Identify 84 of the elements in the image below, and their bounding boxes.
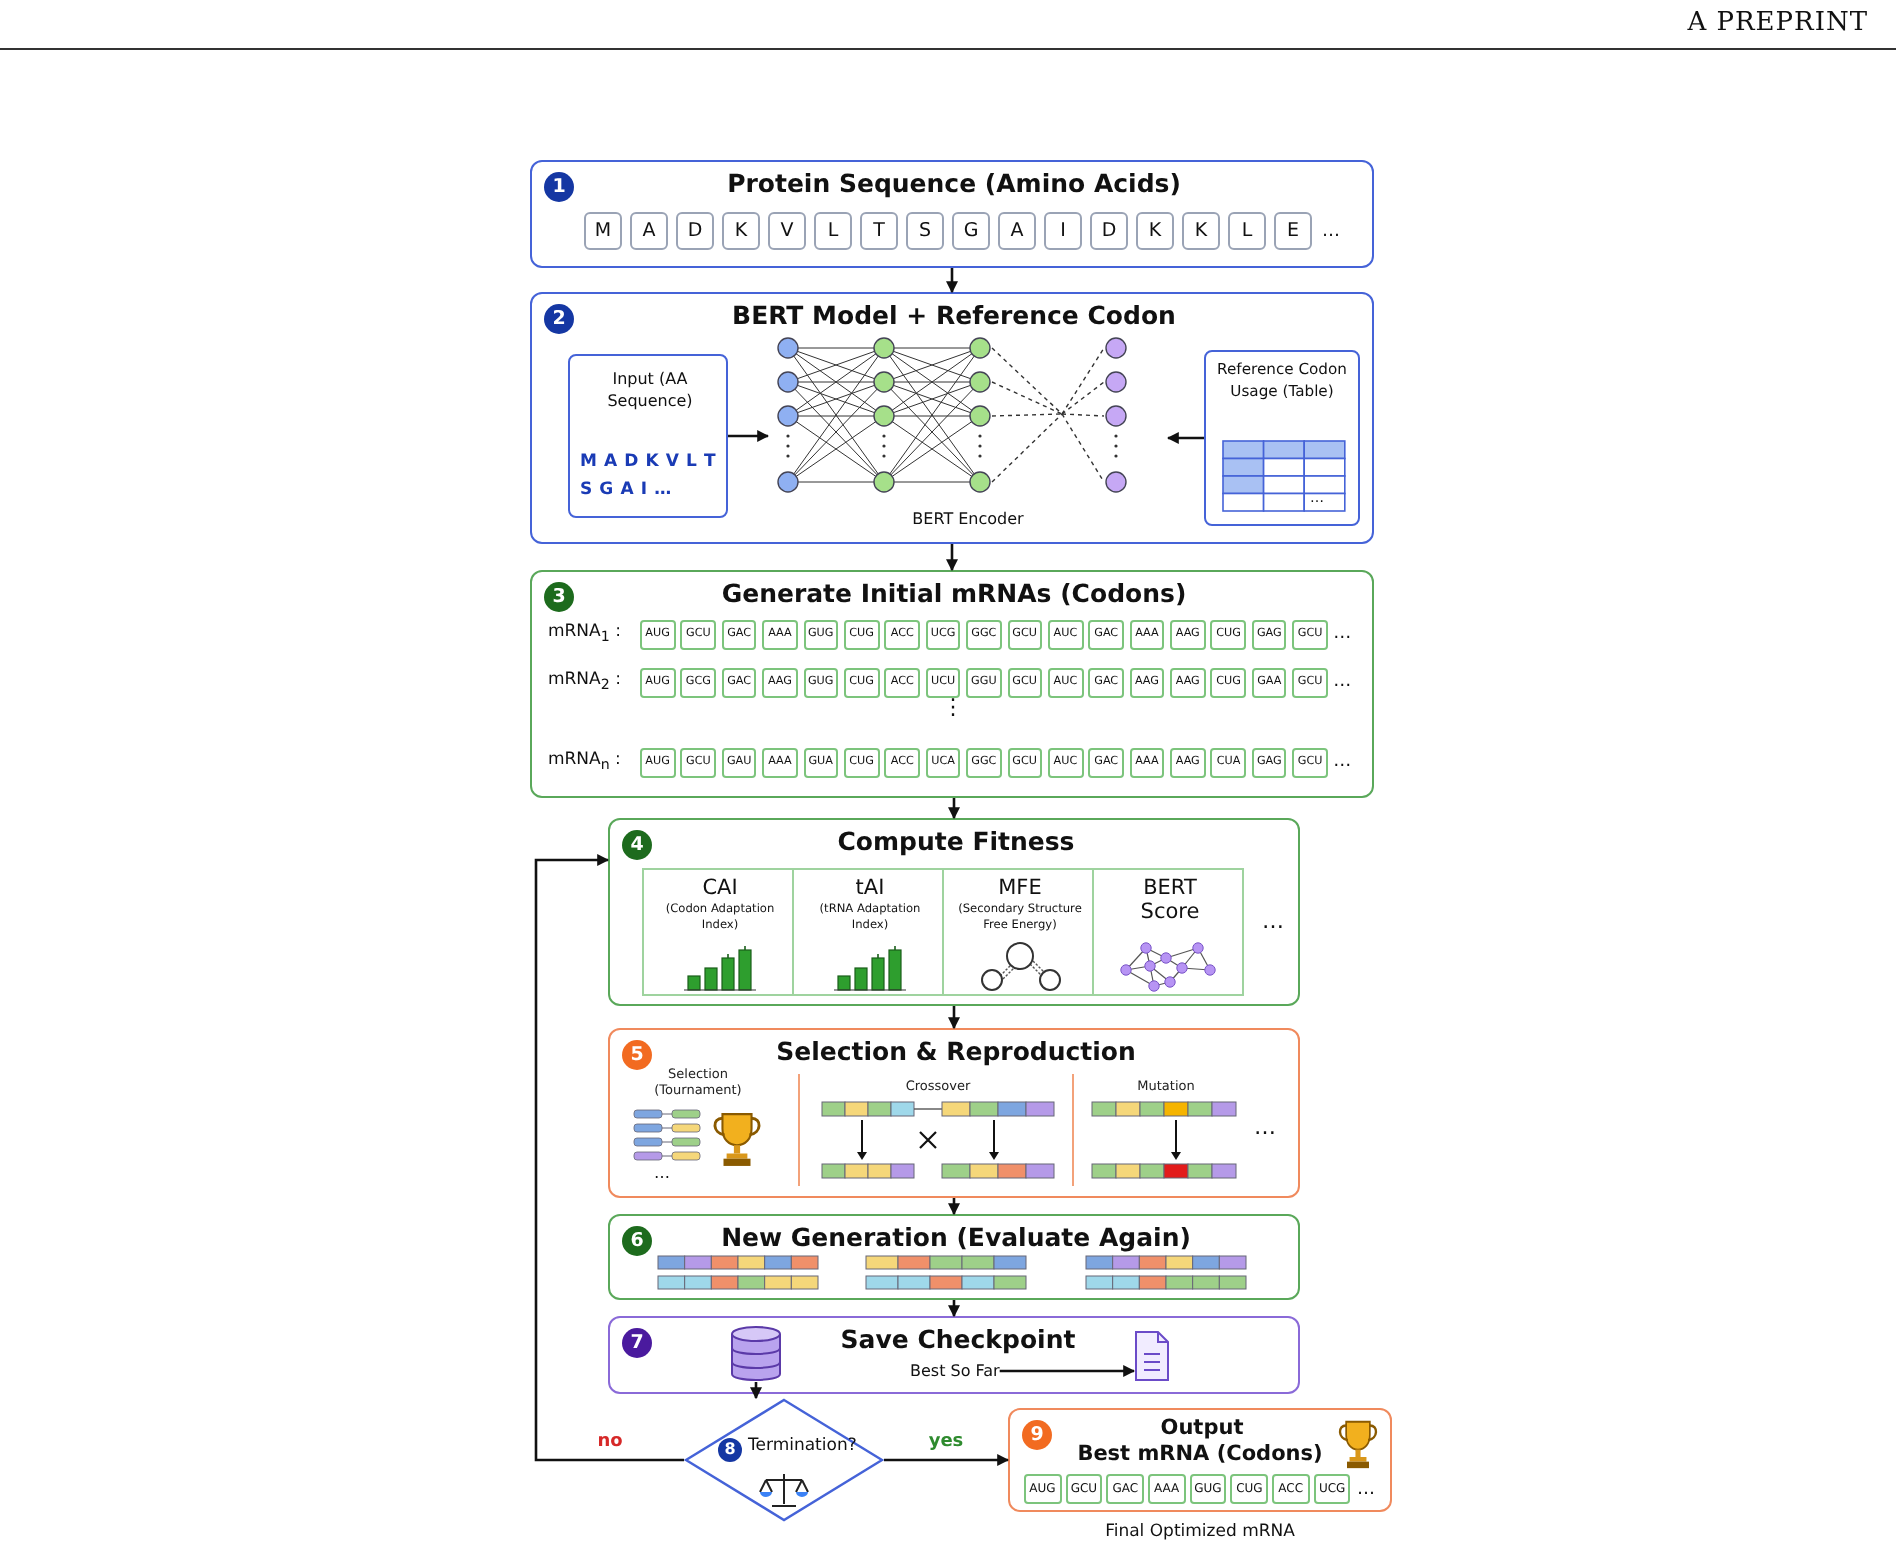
arrow xyxy=(534,854,684,1462)
arrow xyxy=(946,544,958,572)
amino-acid-tile: A xyxy=(630,212,668,250)
ellipsis: … xyxy=(1333,672,1352,692)
amino-acid-tile: G xyxy=(952,212,990,250)
amino-acid-tile: S xyxy=(906,212,944,250)
stage-title: Selection & Reproduction xyxy=(776,1036,1136,1066)
row-label: mRNA$_{1}$ : xyxy=(548,622,623,646)
row-label: mRNA$_{n}$ : xyxy=(548,750,623,774)
metric-panel xyxy=(1092,868,1244,996)
header-text: A PREPRINT xyxy=(1687,8,1868,38)
arrow xyxy=(884,1454,1010,1466)
amino-acid-tile: L xyxy=(814,212,852,250)
metric-panel xyxy=(642,868,794,996)
stage-title: Output xyxy=(1160,1416,1244,1440)
ellipsis: … xyxy=(1254,1114,1276,1140)
decision-text: Termination? xyxy=(748,1436,857,1456)
amino-acid-tile: D xyxy=(676,212,714,250)
edge-label: yes xyxy=(924,1432,968,1452)
metric-panel xyxy=(792,868,944,996)
step-number-badge: 1 xyxy=(544,172,574,202)
stage-title: Compute Fitness xyxy=(837,826,1075,856)
stage-box xyxy=(608,1214,1300,1300)
step-number-badge: 7 xyxy=(622,1328,652,1358)
step-number-badge: 6 xyxy=(622,1226,652,1256)
input-box xyxy=(568,354,728,518)
ellipsis: … xyxy=(1322,221,1340,241)
arrow xyxy=(999,1365,1136,1377)
amino-acid-tile: E xyxy=(1274,212,1312,250)
note-text: Best So Far xyxy=(910,1362,1000,1380)
stage-box xyxy=(608,1316,1300,1394)
row-label: mRNA$_{2}$ : xyxy=(548,670,623,694)
stage-title: New Generation (Evaluate Again) xyxy=(721,1222,1191,1252)
stage-box xyxy=(608,1028,1300,1198)
amino-acid-tile: L xyxy=(1228,212,1266,250)
arrow xyxy=(948,1300,960,1318)
edge-label: no xyxy=(593,1432,627,1452)
step-number-badge: 3 xyxy=(544,582,574,612)
stage-title: Protein Sequence (Amino Acids) xyxy=(727,168,1181,198)
stage-title: Generate Initial mRNAs (Codons) xyxy=(721,578,1187,608)
ellipsis: … xyxy=(654,1164,670,1182)
ellipsis: … xyxy=(1262,908,1284,934)
amino-acid-tile: K xyxy=(722,212,760,250)
stage-title: BERT Model + Reference Codon xyxy=(732,300,1176,330)
ellipsis: ⋮ xyxy=(942,696,964,720)
amino-acid-tile: I xyxy=(1044,212,1082,250)
amino-acid-tile: T xyxy=(860,212,898,250)
arrow xyxy=(948,798,960,820)
step-number-badge: 5 xyxy=(622,1040,652,1070)
amino-acid-tile: A xyxy=(998,212,1036,250)
stage-title: Save Checkpoint xyxy=(840,1324,1076,1354)
amino-acid-tile: K xyxy=(1136,212,1174,250)
ellipsis: … xyxy=(1357,1479,1375,1499)
stage-box xyxy=(530,570,1374,798)
amino-acid-tile: K xyxy=(1182,212,1220,250)
arrow xyxy=(948,1198,960,1216)
arrow xyxy=(750,1382,762,1400)
metric-name: tAI xyxy=(853,876,887,900)
metric-name: CAI xyxy=(700,876,740,900)
box-heading: Input (AA Sequence) xyxy=(605,368,695,412)
arrow xyxy=(946,268,958,294)
step-number-badge: 2 xyxy=(544,304,574,334)
step-number-badge: 4 xyxy=(622,830,652,860)
drawing-caption: BERT Encoder xyxy=(912,510,1024,528)
amino-acid-tile: V xyxy=(768,212,806,250)
arrow xyxy=(728,430,770,442)
metric-name: BERT Score xyxy=(1138,876,1202,924)
metric-panel xyxy=(942,868,1094,996)
reference-box xyxy=(1204,350,1360,526)
ellipsis: … xyxy=(1333,752,1352,772)
arrow xyxy=(948,1006,960,1030)
stage-box xyxy=(530,292,1374,544)
amino-acid-tile: M xyxy=(584,212,622,250)
box-subtitle: Best mRNA (Codons) xyxy=(1077,1442,1323,1466)
amino-acid-tile: D xyxy=(1090,212,1128,250)
caption-text: Final Optimized mRNA xyxy=(1105,1522,1295,1542)
stage-box xyxy=(530,160,1374,268)
output-box xyxy=(1008,1408,1392,1512)
sequence-text: M A D K V L T S G A I … xyxy=(580,450,719,504)
ellipsis: … xyxy=(1333,624,1352,644)
step-number-badge: 9 xyxy=(1022,1420,1052,1450)
metric-name: MFE xyxy=(996,876,1044,900)
stage-box xyxy=(608,818,1300,1006)
arrow xyxy=(1166,432,1204,444)
